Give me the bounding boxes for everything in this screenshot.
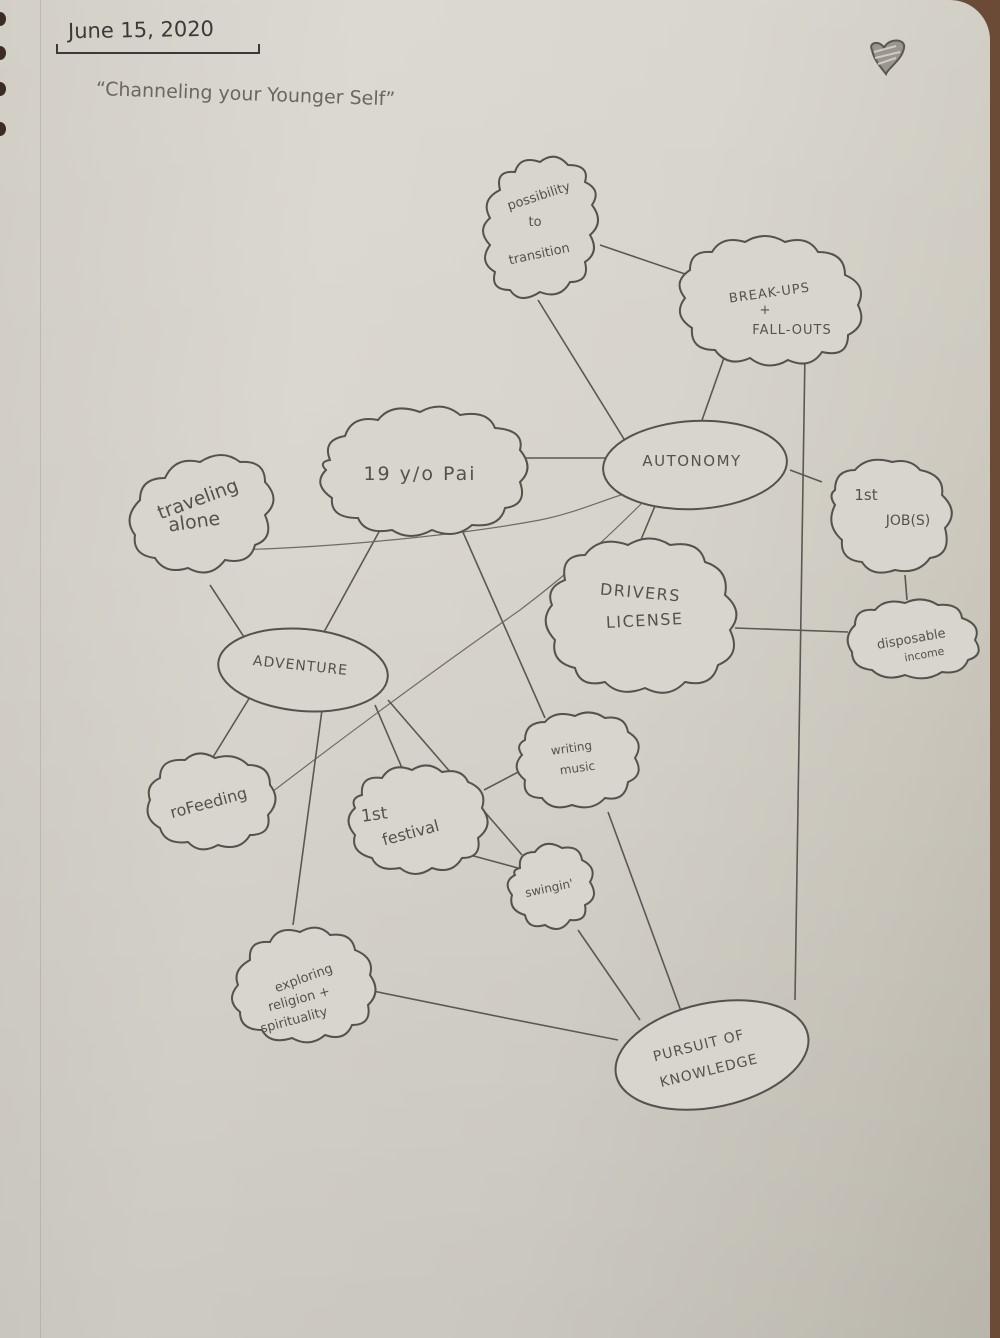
svg-text:JOB(S): JOB(S)	[885, 513, 931, 529]
svg-text:+: +	[760, 303, 771, 318]
edge-autonomy-jobs	[789, 469, 823, 483]
heart-doodle-icon	[870, 39, 906, 77]
edge-autonomy-traveling	[227, 491, 633, 551]
node-1st-festival: 1st festival	[347, 764, 489, 875]
node-disposable-income: disposable income	[846, 598, 980, 680]
node-break-ups-fall-outs: BREAK-UPS + FALL-OUTS	[678, 235, 863, 367]
edge-religion-knowledge	[367, 989, 619, 1041]
svg-text:1st: 1st	[360, 803, 389, 827]
edge-festival-writing	[483, 769, 523, 791]
edge-swingin-knowledge	[577, 929, 641, 1021]
nodes: possibility to transition BREAK-UPS + FA…	[128, 155, 980, 1111]
edge-festival-swingin	[469, 854, 519, 869]
node-writing-music: writing music	[515, 711, 640, 809]
edge-adventure-festival	[374, 704, 403, 769]
node-autonomy: AUTONOMY	[602, 419, 788, 511]
node-refeeding: roFeeding	[146, 752, 277, 851]
edge-breakups-knowledge	[794, 351, 806, 1001]
margin-line	[40, 0, 41, 1338]
spiral-hole	[0, 122, 6, 136]
svg-text:writing: writing	[550, 738, 593, 758]
edge-possibility-breakups	[599, 244, 689, 276]
edge-possibility-autonomy	[537, 299, 633, 453]
node-adventure: ADVENTURE	[217, 627, 389, 713]
edge-autonomy-refeeding	[271, 499, 646, 793]
edge-pai-adventure	[323, 529, 381, 633]
edge-drivers-income	[734, 627, 849, 633]
spiral-hole	[0, 82, 6, 96]
svg-text:to: to	[528, 215, 541, 230]
node-exploring-religion: exploring religion + spirituality	[231, 926, 377, 1044]
spiral-hole	[0, 12, 6, 26]
node-traveling-alone: traveling alone	[128, 454, 275, 574]
edge-adventure-religion	[292, 709, 323, 926]
node-19-yo-pai: 19 y/o Pai	[319, 405, 529, 537]
svg-text:LICENSE: LICENSE	[605, 609, 684, 632]
node-swingin: swingin'	[506, 842, 595, 930]
svg-text:AUTONOMY: AUTONOMY	[642, 452, 741, 470]
node-pursuit-of-knowledge: PURSUIT OF KNOWLEDGE	[614, 999, 810, 1111]
edge-pai-writing	[461, 529, 546, 719]
edge-traveling-adventure	[209, 584, 247, 641]
svg-text:FALL-OUTS: FALL-OUTS	[752, 323, 831, 338]
node-possibility-to-transition: possibility to transition	[482, 155, 599, 299]
spiral-hole	[0, 46, 6, 60]
edge-jobs-income	[904, 574, 908, 601]
edge-autonomy-drivers	[639, 505, 656, 543]
svg-text:19 y/o Pai: 19 y/o Pai	[363, 463, 476, 485]
svg-text:music: music	[559, 759, 596, 778]
node-drivers-license: DRIVERS LICENSE	[544, 537, 738, 694]
edge-writing-knowledge	[607, 811, 686, 1023]
svg-text:1st: 1st	[854, 486, 877, 504]
node-1st-jobs: 1st JOB(S)	[830, 458, 953, 574]
date-underline	[56, 44, 260, 54]
edge-adventure-refeeding	[209, 696, 251, 763]
